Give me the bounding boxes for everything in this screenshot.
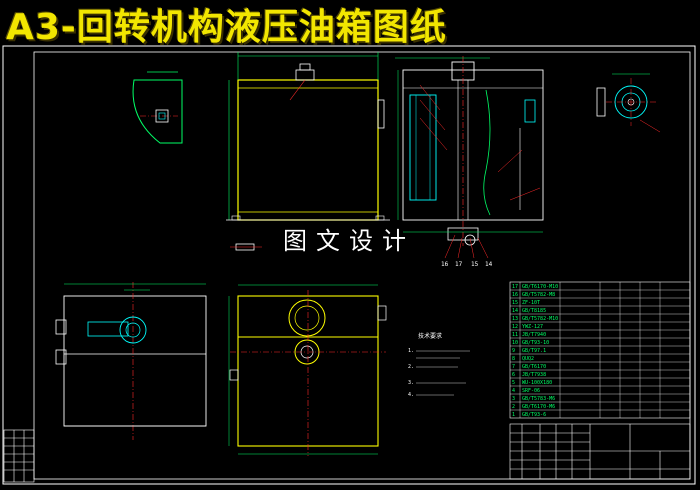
part-balloons: 16 17 15 14	[441, 261, 493, 268]
bom-row-number: 8	[512, 356, 515, 362]
note-line-4: 4.	[408, 392, 414, 398]
bom-row-number: 11	[512, 332, 518, 338]
bom-row-number: 6	[512, 372, 515, 378]
bom-row-number: 15	[512, 300, 518, 306]
bom-row-code: GB/T5782-M8	[522, 292, 555, 298]
bom-row-number: 12	[512, 324, 518, 330]
bom-row-code: GB/T93-10	[522, 340, 549, 346]
bom-row-number: 5	[512, 380, 515, 386]
tank-plan-view-center	[228, 284, 387, 456]
bom-row-code: WU-100X180	[522, 380, 552, 386]
bom-row-code: QUQ2	[522, 356, 534, 362]
balloon-15: 15	[471, 261, 479, 268]
bom-row-code: GB/T6170-M6	[522, 404, 555, 410]
technical-notes: 技术要求 1. 2. 3. 4.	[408, 332, 470, 398]
bom-row-number: 10	[512, 340, 518, 346]
bom-row-number: 16	[512, 292, 518, 298]
drawing-inner-border	[33, 51, 691, 480]
bom-row-number: 17	[512, 284, 518, 290]
bom-row-number: 7	[512, 364, 515, 370]
bom-row-number: 1	[512, 412, 515, 418]
balloon-17: 17	[455, 261, 463, 268]
balloon-16: 16	[441, 261, 449, 268]
bom-row-code: JB/T7940	[522, 332, 546, 338]
bom-row-code: GB/T93-6	[522, 412, 546, 418]
note-line-3: 3.	[408, 380, 414, 386]
flange-detail	[596, 73, 661, 133]
watermark: 图文设计	[283, 227, 415, 255]
drain-plug-detail	[230, 243, 262, 251]
bom-row-code: GB/T5783-M6	[522, 396, 555, 402]
bom-row-number: 2	[512, 404, 515, 410]
drawing-border	[2, 45, 696, 485]
bom-row-number: 4	[512, 388, 515, 394]
balloon-14: 14	[485, 261, 493, 268]
tank-front-view	[226, 52, 390, 221]
bom-row-number: 13	[512, 316, 518, 322]
revision-block	[3, 429, 35, 483]
bom-row-code: GB/T5782-M10	[522, 316, 558, 322]
note-line-2: 2.	[408, 364, 414, 370]
bom-row-code: YWZ-127	[522, 324, 543, 330]
bom-row-code: GB/T6170	[522, 364, 546, 370]
bom-row-number: 3	[512, 396, 515, 402]
bom-row-number: 9	[512, 348, 515, 354]
bom-row-code: GB/T8185	[522, 308, 546, 314]
bom-row-code: GB/T97.1	[522, 348, 546, 354]
tank-plan-view-left	[55, 282, 207, 440]
notes-heading: 技术要求	[418, 332, 442, 340]
bom-row-number: 14	[512, 308, 518, 314]
tank-section-view: 16 17 15 14	[395, 56, 544, 268]
bom-row-code: GB/T6170-M10	[522, 284, 558, 290]
note-line-1: 1.	[408, 348, 414, 354]
drawing-title: A3-回转机构液压油箱图纸	[6, 7, 447, 48]
bom-row-code: JB/T7938	[522, 372, 546, 378]
bom-row-code: ZF-10T	[522, 300, 540, 306]
detail-view-flange	[132, 71, 183, 144]
bom-row-code: SRF-06	[522, 388, 540, 394]
title-block	[509, 423, 691, 480]
